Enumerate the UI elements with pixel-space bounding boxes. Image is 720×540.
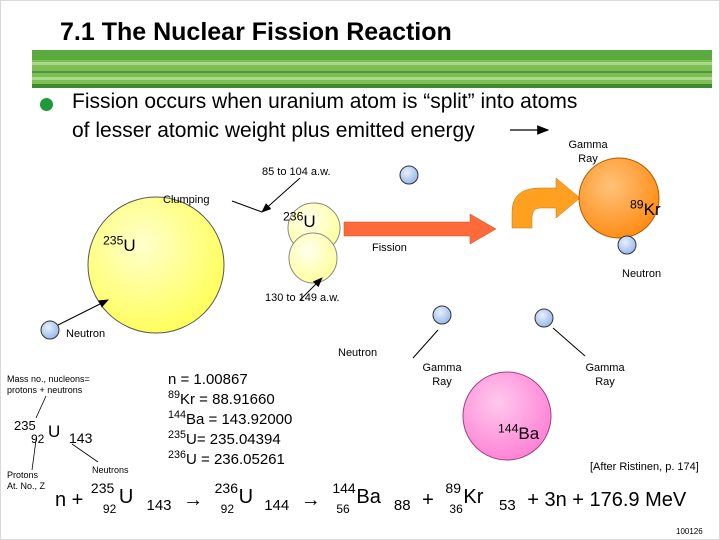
citation: [After Ristinen, p. 174] — [590, 461, 699, 473]
key-mass-label: Mass no., nucleons=protons + neutrons — [7, 374, 90, 395]
u236-label: 236U — [283, 209, 316, 231]
aw-130-149-label: 130 to 149 a.w. — [265, 292, 340, 304]
neutron-right-label: Neutron — [622, 268, 662, 280]
kr89-nucleus — [578, 157, 660, 239]
ba144-nucleus — [462, 371, 552, 461]
ba144-label: 144Ba — [498, 421, 540, 443]
mass-n: n = 1.00867 — [168, 371, 248, 388]
neutron-right — [617, 235, 637, 255]
u235-nucleus — [87, 196, 225, 334]
neutron-mid-label: Neutron — [338, 347, 378, 359]
key-protons-line — [31, 439, 37, 471]
curved-arrow — [511, 177, 581, 229]
neutron-path — [57, 299, 109, 326]
aw-85-104-label: 85 to 104 a.w. — [262, 166, 331, 178]
key-nuclide: 235 92 U 143 — [14, 418, 93, 446]
key-neutrons-label: Neutrons — [92, 465, 129, 475]
mass-u235: 235U= 235.04394 — [168, 429, 281, 448]
kr89-label: 89Kr — [630, 197, 661, 219]
gamma-ray-mid-line — [412, 329, 439, 359]
pointer-85-104 — [261, 177, 301, 213]
clumping-label: Clumping — [163, 194, 210, 206]
title-banner — [32, 50, 712, 88]
pointer-130-149 — [299, 277, 323, 301]
bullet-icon — [40, 98, 53, 111]
mass-kr: 89Kr = 88.91660 — [168, 389, 275, 408]
neutron-left-label: Neutron — [66, 328, 106, 340]
bullet-line-1: Fission occurs when uranium atom is “spl… — [72, 90, 578, 113]
masses-list: n = 1.00867 89Kr = 88.91660 144Ba = 143.… — [168, 370, 292, 470]
bullet-line-2: of lesser atomic weight plus emitted ene… — [72, 119, 475, 142]
neutron-incoming — [40, 320, 60, 340]
clump-lower — [288, 232, 338, 284]
gamma-photon-right — [534, 308, 554, 328]
gamma-photon-top — [399, 165, 419, 185]
slide-number: 100126 — [676, 527, 703, 536]
neutron-mid — [432, 305, 452, 325]
slide-title: 7.1 The Nuclear Fission Reaction — [60, 18, 452, 46]
gamma-ray-right-line — [552, 327, 586, 357]
key-neutrons-line — [71, 443, 99, 463]
mass-ba: 144Ba = 143.92000 — [168, 409, 293, 428]
mass-u236: 236U = 236.05261 — [168, 449, 285, 468]
fission-label: Fission — [372, 242, 407, 254]
fission-equation: n + 235 92 U 143 → 236 92 U 144 → 144 56… — [55, 480, 687, 516]
clumping-arrow — [231, 200, 263, 213]
fission-arrow — [343, 213, 497, 245]
key-mass-line — [35, 395, 47, 419]
u235-label: 235U — [103, 233, 136, 255]
